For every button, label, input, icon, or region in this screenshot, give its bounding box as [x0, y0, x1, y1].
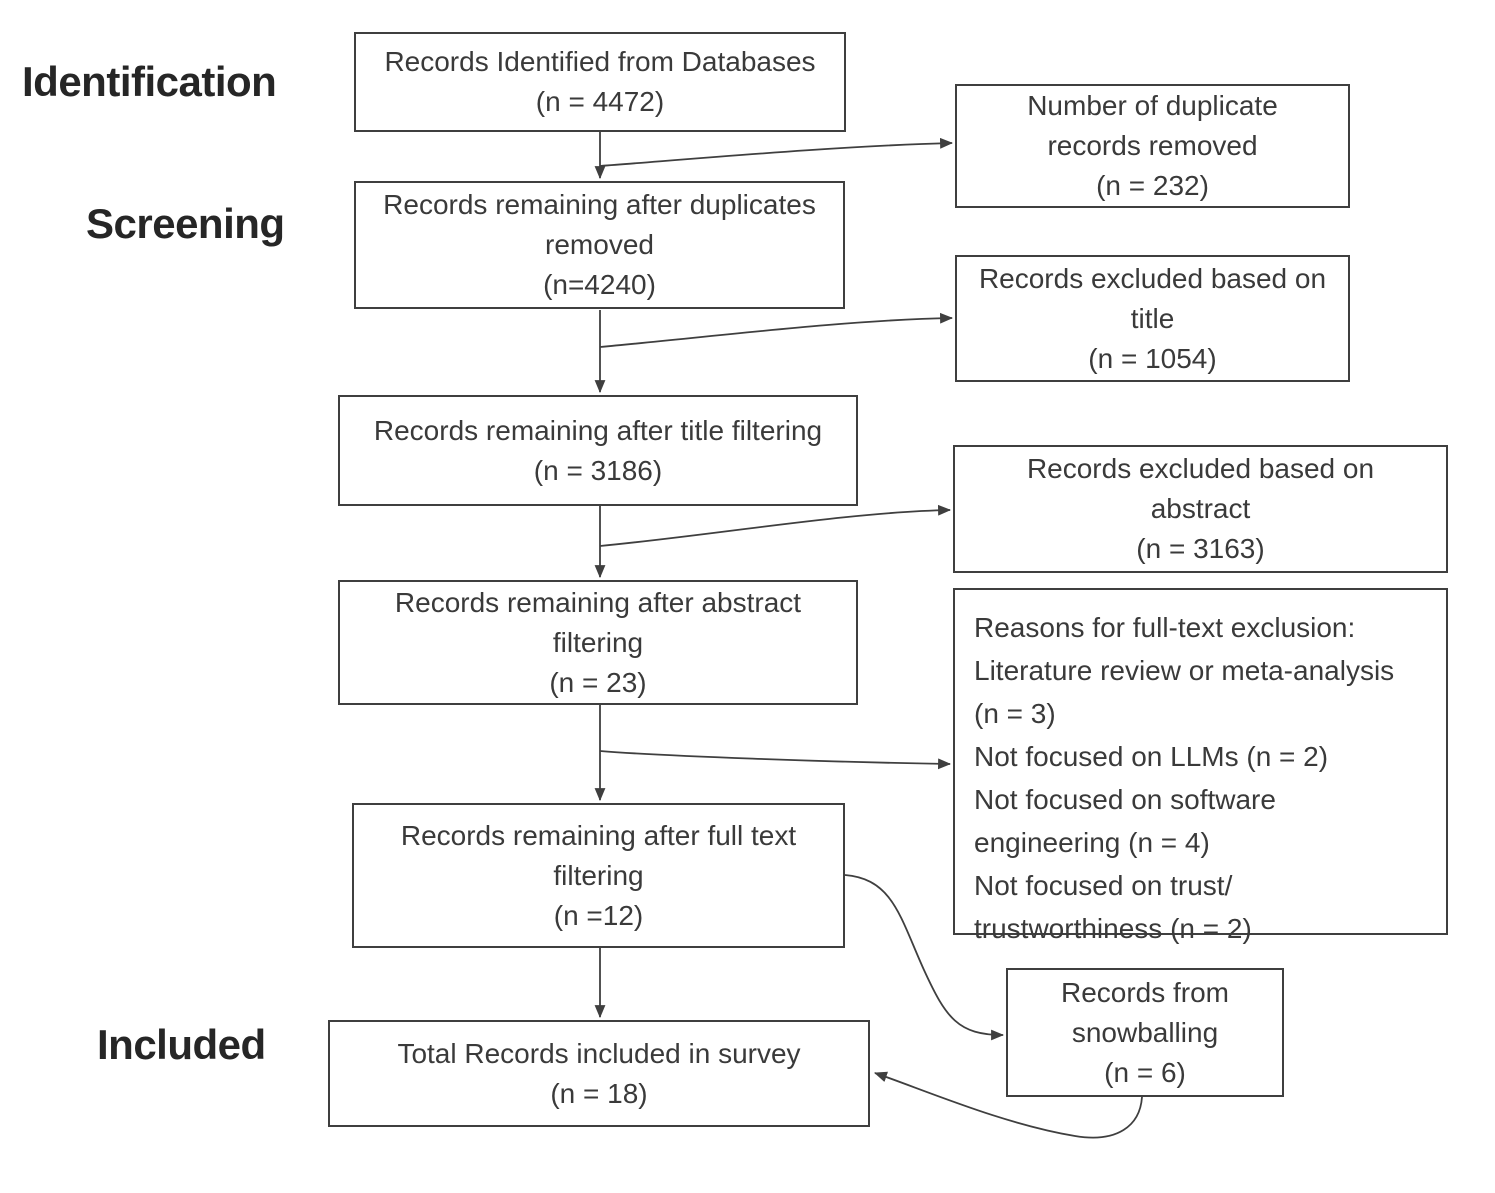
node-text-line: Reasons for full-text exclusion:	[974, 612, 1356, 643]
node-count: (n = 3186)	[533, 454, 663, 486]
node-text-line: trustworthiness (n = 2)	[974, 913, 1252, 944]
node-text-line: Records remaining after duplicates	[383, 189, 816, 220]
node-text-line: Not focused on LLMs (n = 2)	[974, 741, 1329, 772]
node-text-line: Number of duplicate	[1027, 90, 1278, 121]
node-after-title: Records remaining after title filtering …	[338, 395, 858, 506]
node-text-line: removed	[545, 229, 654, 260]
arrow-branch-excluded-title	[599, 312, 954, 348]
node-after-fulltext: Records remaining after full text filter…	[352, 803, 845, 948]
node-text-line: Records excluded based on	[1026, 453, 1375, 484]
node-after-abstract: Records remaining after abstract filteri…	[338, 580, 858, 705]
arrow-branch-duplicate-records-removed	[599, 137, 954, 167]
node-records-identified: Records Identified from Databases (n = 4…	[354, 32, 846, 132]
node-count: (n = 1054)	[1088, 342, 1217, 374]
node-duplicates-removed: Number of duplicate records removed (n =…	[955, 84, 1350, 208]
node-text-line: abstract	[1150, 493, 1251, 524]
node-count: (n = 18)	[550, 1077, 648, 1109]
node-text-line: Not focused on trust/	[974, 870, 1233, 901]
stage-label-screening: Screening	[86, 200, 285, 247]
node-snowballing: Records from snowballing (n = 6)	[1006, 968, 1284, 1097]
node-count: (n = 23)	[549, 666, 647, 698]
stage-label-included: Included	[97, 1021, 266, 1068]
node-text-line: Records remaining after title filtering	[373, 414, 823, 446]
node-text-line: Records excluded based on	[978, 262, 1327, 294]
arrow-branch-fulltext-reasons	[599, 750, 952, 770]
node-fulltext-exclusion-reasons: Reasons for full-text exclusion: Literat…	[953, 588, 1448, 944]
node-count: (n = 6)	[1104, 1056, 1186, 1088]
node-count: (n = 4472)	[535, 86, 665, 117]
node-total-included: Total Records included in survey (n = 18…	[328, 1020, 870, 1127]
node-after-duplicates: Records remaining after duplicates remov…	[354, 181, 845, 309]
node-excluded-title: Records excluded based on title (n = 105…	[955, 255, 1350, 382]
node-count: (n = 3)	[974, 698, 1056, 729]
node-text-line: Records from	[1060, 976, 1230, 1008]
arrow-branch-excluded-abstract	[599, 504, 952, 547]
node-count: (n =12)	[553, 899, 644, 931]
node-text-line: Total Records included in survey	[397, 1037, 801, 1069]
node-text-line: Literature review or meta-analysis	[974, 655, 1395, 686]
node-count: (n=4240)	[543, 269, 656, 300]
node-excluded-abstract: Records excluded based on abstract (n = …	[953, 445, 1448, 573]
node-text-line: title	[1130, 302, 1175, 334]
node-text-line: Records remaining after abstract	[394, 586, 802, 618]
stage-label-identification: Identification	[22, 58, 277, 105]
node-text-line: filtering	[552, 626, 644, 658]
node-count: (n = 3163)	[1136, 533, 1265, 564]
node-count: (n = 232)	[1096, 170, 1209, 201]
node-text-line: snowballing	[1071, 1016, 1219, 1048]
node-text-line: filtering	[553, 859, 644, 891]
node-text-line: engineering (n = 4)	[974, 827, 1210, 858]
node-text-line: Records remaining after full text	[400, 819, 797, 851]
node-text-line: Not focused on software	[974, 784, 1276, 815]
node-text-line: records removed	[1047, 130, 1258, 161]
node-text-line: Records Identified from Databases	[384, 46, 816, 77]
